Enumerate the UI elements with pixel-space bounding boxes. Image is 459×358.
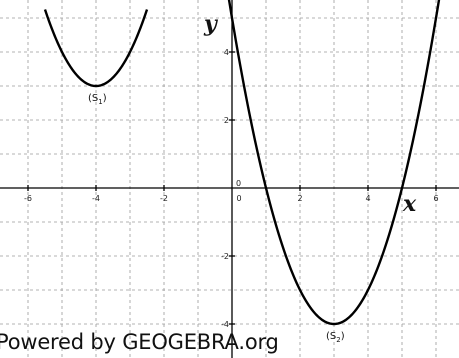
y-tick-label: -2 (221, 252, 229, 261)
parabola-1 (43, 9, 149, 88)
y-tick-label: -4 (221, 320, 229, 329)
vertex-label-1: (S1) (88, 93, 107, 106)
curves (43, 0, 441, 326)
x-tick-label: 2 (297, 194, 302, 203)
y-tick-label: 0 (236, 179, 241, 188)
x-tick-label: 6 (433, 194, 438, 203)
x-tick-label: 4 (365, 194, 370, 203)
y-tick-label: 2 (224, 116, 229, 125)
x-axis-label: x (402, 191, 417, 217)
vertex-label-2: (S2) (326, 331, 345, 344)
y-tick-label: 4 (224, 48, 229, 57)
parabola-2 (227, 0, 441, 326)
geogebra-credit: Powered by GEOGEBRA.org (0, 330, 279, 354)
x-tick-label: -2 (160, 194, 168, 203)
x-tick-label: 0 (236, 194, 241, 203)
y-axis-label: y (203, 11, 219, 37)
labels: -6 -4 -2 0 2 4 6 -4 -2 0 2 4 x y (S1) (S2) (24, 11, 439, 344)
x-tick-label: -4 (92, 194, 100, 203)
x-tick-label: -6 (24, 194, 32, 203)
